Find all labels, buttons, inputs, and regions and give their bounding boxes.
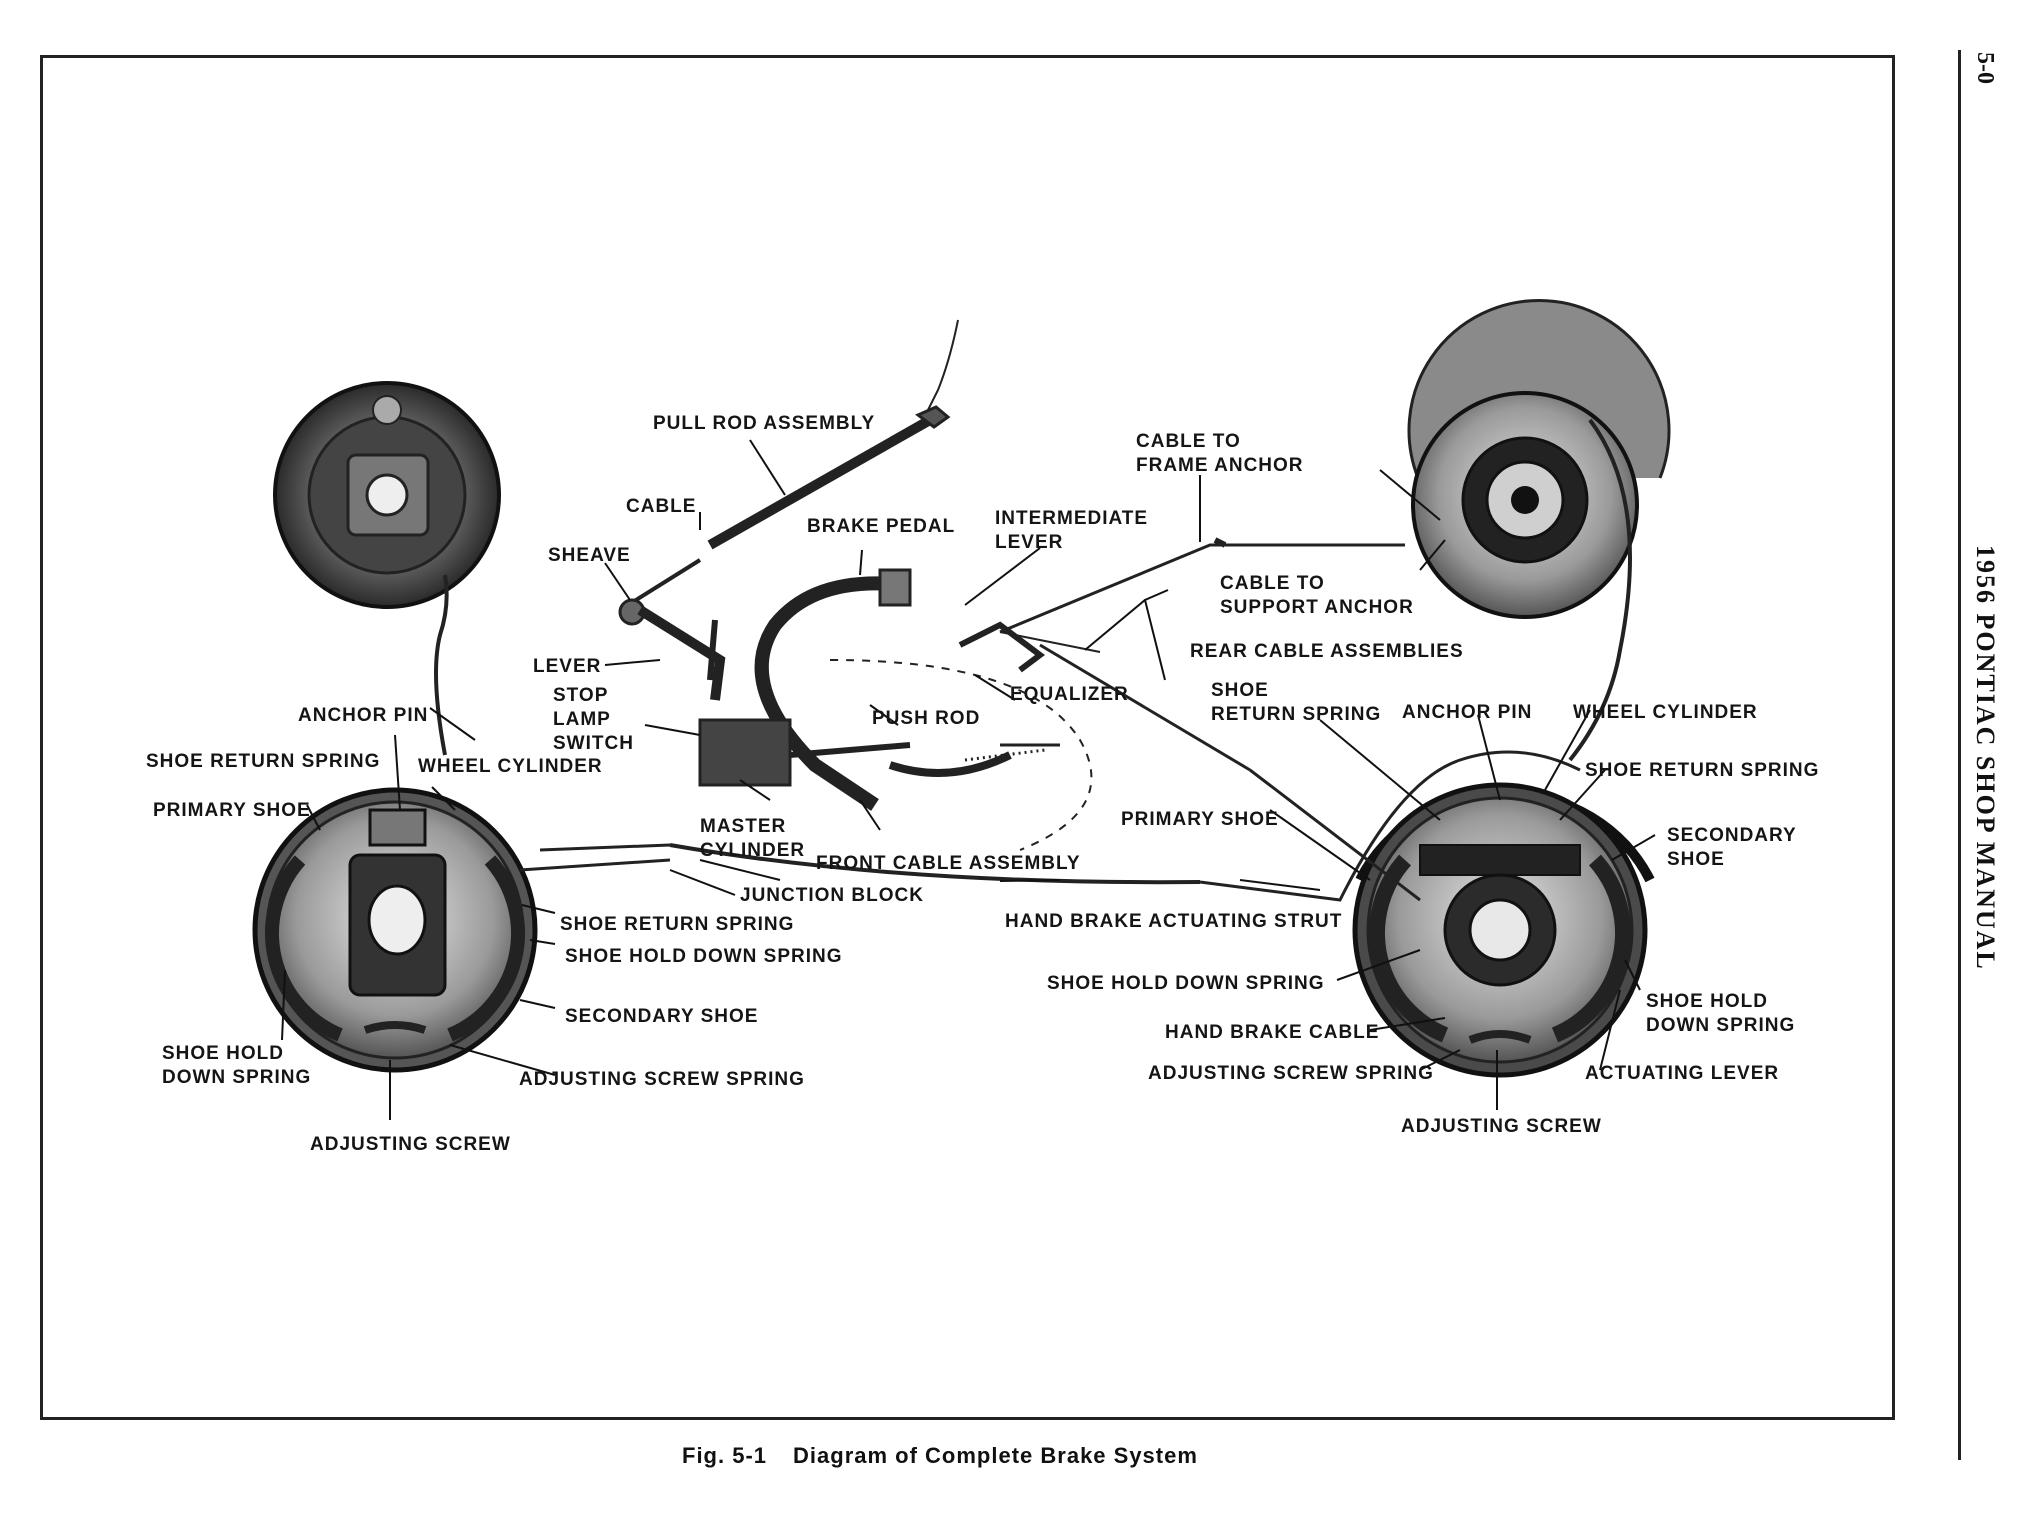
label-cable: CABLE (626, 496, 697, 517)
figure-frame (40, 55, 1895, 1420)
label-right-adjusting-screw-spring: ADJUSTING SCREW SPRING (1148, 1063, 1434, 1084)
label-rear-cable-assemblies: REAR CABLE ASSEMBLIES (1190, 641, 1464, 662)
figure-caption: Fig. 5-1 Diagram of Complete Brake System (682, 1443, 1224, 1469)
label-pull-rod-assembly: PULL ROD ASSEMBLY (653, 413, 876, 434)
label-push-rod: PUSH ROD (872, 708, 981, 729)
rear-brake-assembly (1352, 782, 1655, 1078)
figure-number: Fig. 5-1 (682, 1443, 768, 1468)
label-right-shoe-hold-down-spring-left: SHOE HOLD DOWN SPRING (1047, 973, 1325, 994)
label-lever: LEVER (533, 656, 602, 677)
label-right-anchor-pin: ANCHOR PIN (1402, 702, 1533, 723)
rear-backing-plate-rear-view (1407, 298, 1671, 762)
label-left-anchor-pin: ANCHOR PIN (298, 705, 429, 726)
label-right-primary-shoe: PRIMARY SHOE (1121, 809, 1279, 830)
label-left-adjusting-screw-spring: ADJUSTING SCREW SPRING (519, 1069, 805, 1090)
label-right-hand-brake-cable: HAND BRAKE CABLE (1165, 1022, 1380, 1043)
label-right-shoe-hold-down-spring-right: SHOE HOLD DOWN SPRING (1646, 991, 1796, 1036)
running-header: 1956 PONTIAC SHOP MANUAL (1971, 545, 2000, 971)
label-equalizer: EQUALIZER (1010, 684, 1129, 705)
label-cable-to-frame-anchor: CABLE TO FRAME ANCHOR (1136, 431, 1304, 476)
label-left-secondary-shoe: SECONDARY SHOE (565, 1006, 759, 1027)
label-right-wheel-cylinder: WHEEL CYLINDER (1573, 702, 1758, 723)
pedal-and-master-cylinder (618, 319, 1060, 811)
label-brake-pedal: BRAKE PEDAL (807, 516, 956, 537)
label-left-wheel-cylinder: WHEEL CYLINDER (418, 756, 603, 777)
cables (519, 537, 1581, 902)
label-left-shoe-return-spring-lower: SHOE RETURN SPRING (560, 914, 795, 935)
label-right-secondary-shoe: SECONDARY SHOE (1667, 825, 1797, 870)
label-sheave: SHEAVE (548, 545, 631, 566)
label-cable-to-support-anchor: CABLE TO SUPPORT ANCHOR (1220, 573, 1414, 618)
label-left-shoe-hold-down-spring-right: SHOE HOLD DOWN SPRING (565, 946, 843, 967)
page-number: 5-0 (1972, 52, 1998, 84)
margin-rule (1958, 50, 1961, 1460)
label-master-cylinder: MASTER CYLINDER (700, 816, 806, 861)
front-brake-assembly (252, 787, 538, 1073)
figure-title: Diagram of Complete Brake System (793, 1443, 1198, 1468)
label-stop-lamp-switch: STOP LAMP SWITCH (553, 685, 634, 754)
label-junction-block: JUNCTION BLOCK (740, 885, 924, 906)
label-left-shoe-return-spring-top: SHOE RETURN SPRING (146, 751, 381, 772)
label-left-primary-shoe: PRIMARY SHOE (153, 800, 311, 821)
front-backing-plate-rear-view (273, 381, 501, 756)
label-front-cable-assembly: FRONT CABLE ASSEMBLY (816, 853, 1081, 874)
label-right-shoe-return-spring: SHOE RETURN SPRING (1585, 760, 1820, 781)
label-right-actuating-lever: ACTUATING LEVER (1585, 1063, 1780, 1084)
label-left-adjusting-screw: ADJUSTING SCREW (310, 1134, 511, 1155)
leader-lines (281, 439, 1656, 1120)
label-right-adjusting-screw: ADJUSTING SCREW (1401, 1116, 1602, 1137)
label-intermediate-lever: INTERMEDIATE LEVER (995, 508, 1149, 553)
label-hand-brake-actuating-strut: HAND BRAKE ACTUATING STRUT (1005, 911, 1343, 932)
label-left-shoe-hold-down-spring-left: SHOE HOLD DOWN SPRING (162, 1043, 312, 1088)
label-right-shoe-return-spring-top: SHOE RETURN SPRING (1211, 680, 1382, 725)
